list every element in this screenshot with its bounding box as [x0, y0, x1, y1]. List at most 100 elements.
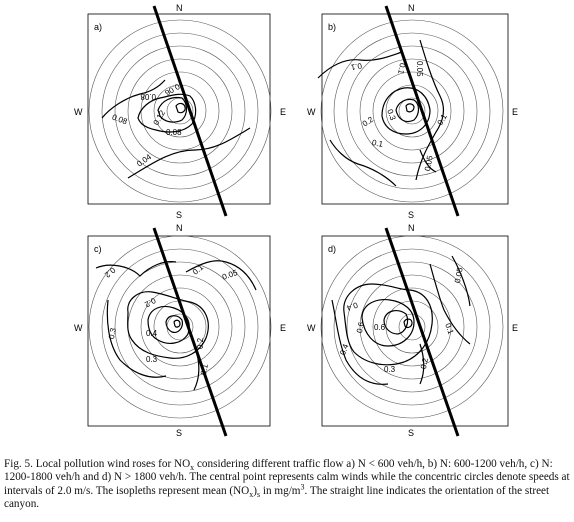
panel-d-south: S: [408, 428, 414, 438]
panel-c-south: S: [176, 428, 182, 438]
wind-rose-figure: a) N S E W 0.08 0.12 0.06 0.08 0.08 0.04…: [74, 3, 518, 438]
panel-d-label: d): [328, 244, 336, 254]
panel-d-isopleth: [383, 310, 409, 335]
panel-d-contour-label: 0.6: [374, 323, 386, 332]
panel-d-contour-label: 0.4: [345, 300, 359, 312]
panel-d-isopleth: [451, 255, 471, 307]
panel-b-east: E: [512, 107, 518, 117]
panel-c-isopleth: [165, 315, 183, 333]
panel-d: d) N S E W 0.4 0.6 0.6 0.1 0.05 0.2 0.3 …: [307, 223, 518, 438]
panel-c-isopleth: [173, 319, 181, 328]
panel-c-contour-label: 0.3: [146, 355, 158, 364]
caption-subscript: s: [256, 490, 261, 500]
panel-b-frame: [321, 13, 509, 205]
panel-d-contour-label: 0.2: [419, 357, 430, 370]
panel-c-contour-label: 0.05: [221, 268, 239, 282]
panel-b-label: b): [328, 22, 336, 32]
panel-c-label: c): [94, 244, 102, 254]
panel-c-contour-label: 0.2: [143, 296, 158, 310]
caption-superscript: 3: [300, 482, 305, 492]
panel-c-west: W: [74, 323, 83, 333]
panel-c-north: N: [176, 223, 183, 233]
panel-d-isopleth: [419, 343, 425, 385]
panel-b-street-canyon-line: [384, 5, 460, 217]
panel-a-east: E: [280, 107, 286, 117]
panel-c-isopleth: [147, 305, 190, 344]
panel-c: c) N S E W 0.2 0.1 0.05 0.2 0.4 0.3 0.2 …: [74, 223, 286, 438]
caption-text: ): [253, 484, 257, 497]
panel-b-isopleth: [395, 98, 420, 123]
panel-d-east: E: [512, 323, 518, 333]
panel-d-street-canyon-line: [384, 227, 460, 437]
panel-a-street-canyon-line: [152, 5, 228, 217]
figure-caption: Fig. 5. Local pollution wind roses for N…: [4, 458, 570, 512]
panel-a-west: W: [74, 107, 83, 117]
panel-c-street-canyon-line: [152, 227, 228, 437]
panel-a-south: S: [176, 210, 182, 220]
panel-b-north: N: [408, 3, 415, 13]
panel-a-isopleth: [157, 96, 188, 123]
panel-a-contour-label: 0.08: [166, 128, 182, 137]
panel-d-west: W: [307, 323, 316, 333]
panel-d-contour-label: 0.4: [338, 342, 350, 356]
panel-a-contour-label: 0.04: [135, 152, 153, 169]
panel-a-label: a): [94, 22, 102, 32]
caption-text: considering different traffic flow a) N …: [4, 458, 570, 497]
panel-d-contour-label: 0.1: [443, 322, 455, 336]
panel-d-isopleth: [331, 299, 389, 385]
panel-b-contour-label: 0.1: [371, 138, 384, 149]
panel-b-isopleth: [317, 51, 403, 79]
panel-b-isopleth: [381, 87, 431, 135]
panel-d-north: N: [408, 223, 415, 233]
panel-a-isopleth: [101, 79, 166, 119]
panel-c-east: E: [280, 323, 286, 333]
panel-a-isopleth: [137, 93, 197, 133]
panel-c-contour-label: 0.2: [102, 265, 117, 279]
panel-b-speed-rings: [320, 19, 504, 203]
panel-b-contour-label: 0.05: [415, 61, 424, 77]
panel-b-contour-label: 0.05: [423, 154, 435, 171]
panel-b-isopleth: [405, 103, 415, 113]
panel-a-frame: [87, 13, 271, 205]
panel-c-isopleth: [185, 260, 257, 291]
panel-c-contour-label: 0.3: [107, 327, 118, 340]
panel-b-isopleth: [419, 149, 437, 173]
panel-a-speed-rings: [88, 19, 272, 203]
panel-d-isopleths: [331, 255, 471, 385]
panel-b-south: S: [408, 210, 414, 220]
panel-c-speed-rings: [88, 235, 272, 419]
panel-d-speed-rings: [320, 235, 504, 419]
panel-d-contour-label: 0.3: [384, 365, 396, 374]
caption-text: in mg/m: [260, 484, 301, 497]
panel-c-isopleth: [106, 299, 167, 378]
caption-text: . The straight line indicates the orient…: [4, 484, 550, 511]
panel-d-contour-label: 0.6: [355, 321, 366, 334]
panel-d-contour-label: 0.05: [453, 266, 465, 283]
panel-b-isopleth: [329, 139, 397, 187]
panel-a-north: N: [176, 3, 183, 13]
panel-a-contour-label: 0.08: [140, 92, 156, 101]
panel-a-isopleth: [127, 127, 251, 179]
panel-a-isopleth: [175, 102, 186, 114]
panel-c-contour-label: 0.2: [196, 337, 205, 349]
caption-subscript: x: [249, 490, 254, 500]
panel-c-isopleth: [127, 291, 209, 359]
panel-b: b) N S E W 0.1 0.1 0.05 0.3 0.2 0.1 0.05…: [307, 3, 518, 220]
panel-d-isopleth: [429, 263, 471, 345]
caption-fig-label: Fig. 5.: [4, 458, 33, 470]
panel-a-contour-label: 0.06: [163, 82, 181, 98]
panel-d-isopleth: [343, 283, 433, 366]
panel-a-isopleths: [101, 79, 251, 179]
panel-a: a) N S E W 0.08 0.12 0.06 0.08 0.08 0.04: [74, 3, 286, 220]
panel-c-contour-label: 0.4: [146, 329, 158, 338]
panel-b-west: W: [307, 107, 316, 117]
panel-b-contour-label: 0.1: [396, 62, 407, 75]
panel-a-contour-label: 0.08: [111, 113, 129, 127]
caption-text: Local pollution wind roses for NO: [32, 458, 191, 470]
panel-d-isopleth: [403, 318, 413, 329]
panel-b-contour-label: 0.1: [350, 61, 363, 72]
panel-c-contour-label: 0.1: [191, 262, 206, 276]
panel-b-isopleths: [317, 39, 445, 187]
panel-b-contour-label: 0.3: [385, 108, 397, 122]
panel-d-frame: [321, 235, 509, 427]
